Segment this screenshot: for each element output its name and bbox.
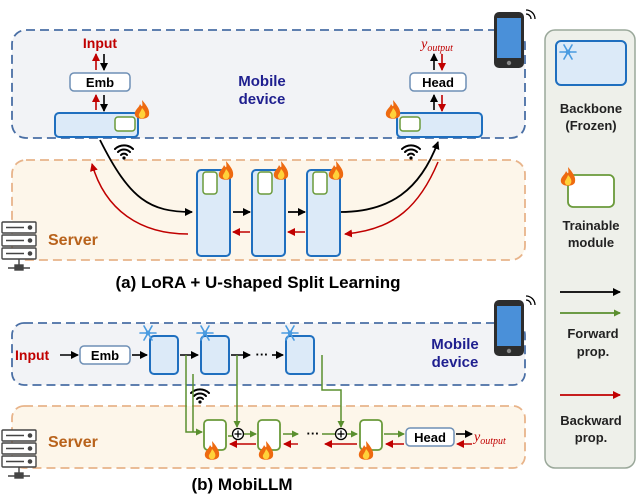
mobile-region-b [11,322,526,386]
plus-circle-icon [334,427,348,441]
caption-a: (a) LoRA + U-shaped Split Learning [115,273,400,292]
head-label-a: Head [422,75,454,90]
output-label-b: youtput [472,430,506,447]
legend-forward-line2: prop. [577,344,610,359]
legend-trainable-line2: module [568,235,614,250]
emb-box-b [79,345,131,365]
ellipsis-b-bottom: ··· [307,426,320,441]
legend-panel [544,29,636,469]
server-label-a: Server [48,232,98,249]
lora-module-a-left [114,116,136,132]
legend-trainable-line1: Trainable [562,218,619,233]
head-label-b: Head [414,430,446,445]
server-module-b-3 [359,419,383,451]
server-rack-icon [1,221,37,271]
mobile-block-b-1 [149,335,179,375]
mobile-label-a-line1: Mobile [238,73,286,90]
server-lora-a-3 [312,171,328,195]
legend-trainable-swatch [567,174,615,208]
server-lora-a-2 [257,171,273,195]
lora-module-a-right [399,116,421,132]
mobile-label-a-line2: device [239,91,286,108]
server-label-b: Server [48,434,98,451]
mobile-block-b-2 [200,335,230,375]
legend-backbone-line1: Backbone [560,101,622,116]
input-label-b: Input [15,347,50,363]
phone-signal-icon [525,295,536,306]
legend-backward-line1: Backward [560,413,621,428]
server-rack-icon [1,429,37,479]
emb-label-a: Emb [86,75,114,90]
mobile-label-b-line1: Mobile [431,336,479,353]
emb-label-b: Emb [91,348,119,363]
server-lora-a-1 [202,171,218,195]
emb-box-a [69,72,131,92]
output-label-a: youtput [419,37,453,54]
wifi-icon [401,144,421,161]
smartphone-icon [494,300,524,356]
legend-backbone-line2: (Frozen) [565,118,616,133]
legend-forward-line1: Forward [567,326,618,341]
input-label-a: Input [83,35,118,51]
phone-signal-icon [525,9,536,20]
plus-circle-icon [231,427,245,441]
legend-backbone-swatch [555,40,627,86]
caption-b: (b) MobiLLM [191,475,292,494]
legend-backward-line2: prop. [575,430,608,445]
head-box-b [405,427,455,447]
ellipsis-b-top: ··· [256,347,269,362]
smartphone-icon [494,12,524,68]
mobile-label-b-line2: device [432,354,479,371]
mobile-block-b-3 [285,335,315,375]
head-box-a [409,72,467,92]
wifi-icon [114,144,134,161]
